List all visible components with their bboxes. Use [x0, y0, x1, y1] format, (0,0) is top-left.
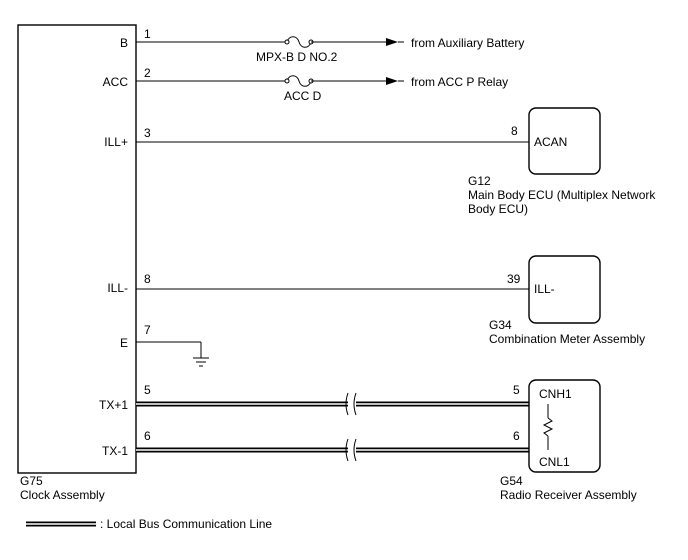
- pin-label-tx-minus1: TX-1: [102, 444, 128, 458]
- main-body-ecu-name-2: Body ECU): [468, 202, 528, 216]
- pin-num-6: 6: [144, 429, 151, 443]
- combination-meter-name: Combination Meter Assembly: [489, 332, 645, 346]
- main-body-ecu-box: [528, 107, 601, 175]
- pin-label-tx-plus1: TX+1: [99, 398, 128, 412]
- radio-pin-num-6: 6: [513, 429, 520, 443]
- pin-label-ill-minus: ILL-: [107, 281, 128, 295]
- pin-label-b: B: [120, 36, 128, 50]
- radio-pin-num-5: 5: [513, 383, 520, 397]
- line-break-icon: [353, 438, 357, 462]
- ground-icon: [193, 357, 209, 367]
- combination-meter-code: G34: [489, 318, 512, 332]
- radio-pin-label-cnl1: CNL1: [539, 455, 570, 469]
- radio-receiver-name: Radio Receiver Assembly: [500, 488, 637, 502]
- pin-label-ill-plus: ILL+: [104, 135, 128, 149]
- wire-e-ground: [136, 341, 209, 367]
- pin-label-e: E: [120, 336, 128, 350]
- bus-line-tx-minus1: [136, 438, 529, 462]
- pin-num-5: 5: [144, 383, 151, 397]
- clock-assembly-code: G75: [20, 474, 43, 488]
- ecu-pin-label: ACAN: [534, 135, 567, 149]
- fuse-accd-label: ACC D: [284, 89, 322, 103]
- clock-assembly-name: Clock Assembly: [20, 488, 105, 502]
- fuse-mpxb-label: MPX-B D NO.2: [256, 50, 338, 64]
- legend-label: : Local Bus Communication Line: [100, 517, 272, 531]
- source-acc-relay: from ACC P Relay: [411, 75, 508, 89]
- wire-b-battery: [136, 36, 404, 48]
- meter-pin-num: 39: [507, 272, 521, 286]
- pin-num-1: 1: [144, 27, 151, 41]
- pin-num-7: 7: [144, 323, 151, 337]
- pin-num-8: 8: [144, 272, 151, 286]
- arrow-in-icon: [386, 77, 398, 85]
- radio-receiver-code: G54: [500, 474, 523, 488]
- line-break-icon: [345, 438, 349, 462]
- radio-pin-label-cnh1: CNH1: [539, 387, 572, 401]
- source-aux-battery: from Auxiliary Battery: [411, 36, 524, 50]
- meter-pin-label: ILL-: [534, 282, 555, 296]
- arrow-in-icon: [386, 38, 398, 46]
- line-break-icon: [353, 392, 357, 416]
- fuse-mpxb-icon: [286, 36, 312, 48]
- termination-resistor-icon: [542, 404, 554, 450]
- combination-meter-box: [528, 255, 601, 324]
- main-body-ecu-name-1: Main Body ECU (Multiplex Network: [468, 188, 656, 202]
- radio-receiver-box: [528, 379, 601, 473]
- pin-num-2: 2: [144, 66, 151, 80]
- pin-label-acc: ACC: [103, 75, 129, 89]
- pin-num-3: 3: [144, 126, 151, 140]
- fuse-accd-icon: [286, 75, 312, 87]
- line-break-icon: [345, 392, 349, 416]
- wire-acc-relay: [136, 75, 404, 87]
- main-body-ecu-code: G12: [468, 174, 491, 188]
- clock-assembly-box: [17, 24, 137, 474]
- bus-line-tx-plus1: [136, 392, 529, 416]
- ecu-pin-num: 8: [511, 124, 518, 138]
